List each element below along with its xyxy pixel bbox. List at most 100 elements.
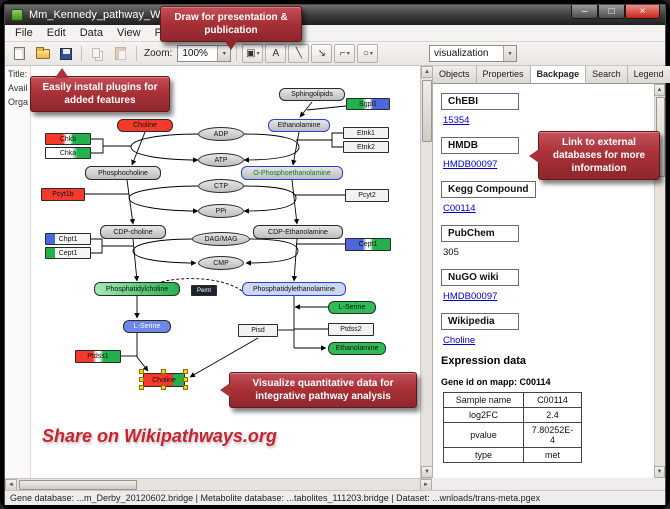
- minimize-button[interactable]: –: [571, 5, 598, 19]
- node-ptdss1[interactable]: Ptdss1: [75, 350, 121, 363]
- node-dag-mag[interactable]: DAG/MAG: [192, 232, 250, 246]
- visualization-value: visualization: [434, 48, 489, 59]
- gene-id-line: Gene id on mapp: C00114: [441, 377, 551, 387]
- node-atp[interactable]: ATP: [198, 153, 244, 167]
- selection-handle[interactable]: [183, 377, 188, 382]
- node-pemt[interactable]: Pemt: [191, 285, 217, 296]
- node-ctp[interactable]: CTP: [198, 179, 244, 193]
- node-choline[interactable]: Choline: [117, 119, 173, 132]
- selection-handle[interactable]: [183, 385, 188, 390]
- save-button[interactable]: [55, 44, 76, 63]
- tab-legend[interactable]: Legend: [627, 66, 670, 83]
- chebi-link[interactable]: 15354: [443, 115, 470, 126]
- node-pcyt1b[interactable]: Pcyt1b: [41, 188, 85, 201]
- node-pcyt2[interactable]: Pcyt2: [345, 189, 389, 202]
- node-cdp-ethanolamine[interactable]: CDP-Ethanolamine: [253, 225, 343, 239]
- callout-visualize: Visualize quantitative data for integrat…: [220, 372, 417, 408]
- new-file-button[interactable]: [9, 44, 30, 63]
- node-cmp[interactable]: CMP: [198, 256, 244, 270]
- selection-handle[interactable]: [161, 385, 166, 390]
- node-etnk1[interactable]: Etnk1: [343, 127, 389, 139]
- menu-file[interactable]: File: [15, 27, 33, 39]
- visualization-combobox[interactable]: visualization ▾: [429, 45, 517, 62]
- label-tool-button[interactable]: A: [265, 44, 287, 63]
- datanode-tool-button[interactable]: ▣▾: [242, 44, 264, 63]
- node-ppi[interactable]: PPi: [198, 204, 244, 218]
- wikipedia-link[interactable]: Choline: [443, 335, 476, 346]
- node-sgpl1[interactable]: Sgpl1: [346, 98, 390, 110]
- node-ptdss2[interactable]: Ptdss2: [328, 323, 374, 336]
- sidebar: Objects Properties Backpage Search Legen…: [432, 66, 670, 478]
- node-l-serine-right[interactable]: L-Serine: [328, 301, 376, 314]
- node-cept1-right[interactable]: Cept1: [345, 238, 391, 251]
- pathway-connections: [85, 101, 347, 378]
- copy-button[interactable]: [87, 44, 108, 63]
- node-cept1-left[interactable]: Cept1: [45, 247, 91, 259]
- selection-handle[interactable]: [161, 369, 166, 374]
- tab-properties[interactable]: Properties: [476, 66, 531, 83]
- maximize-button[interactable]: □: [598, 5, 625, 19]
- canvas-vertical-scrollbar[interactable]: ▲ ▼: [420, 66, 433, 478]
- callout-plugins: Easily install plugins for added feature…: [30, 68, 170, 112]
- scroll-down-icon[interactable]: ▼: [654, 466, 665, 478]
- selection-handle[interactable]: [139, 385, 144, 390]
- node-adp[interactable]: ADP: [198, 127, 244, 141]
- connector-tool-icon: ⌐: [339, 48, 346, 59]
- node-ethanolamine[interactable]: Ethanolamine: [268, 119, 330, 132]
- node-pisd[interactable]: Pisd: [238, 324, 278, 337]
- chevron-down-icon[interactable]: ▾: [503, 46, 516, 61]
- zoom-value: 100%: [182, 48, 208, 59]
- node-chka[interactable]: Chka: [45, 147, 91, 159]
- label-tool-icon: A: [272, 48, 280, 59]
- table-row: pvalue 7.80252E-4: [443, 422, 582, 448]
- menu-data[interactable]: Data: [79, 27, 103, 39]
- open-file-button[interactable]: [32, 44, 53, 63]
- menu-edit[interactable]: Edit: [46, 27, 66, 39]
- line-tool-button[interactable]: ╲: [288, 44, 310, 63]
- node-o-phosphoethanolamine[interactable]: O-Phosphoethanolamine: [241, 166, 343, 180]
- node-l-serine-left[interactable]: L-Serine: [123, 320, 171, 333]
- close-button[interactable]: ×: [625, 5, 660, 19]
- canvas-horizontal-scrollbar[interactable]: ◄ ►: [5, 478, 432, 491]
- node-phosphocholine[interactable]: Phosphocholine: [85, 166, 161, 180]
- table-cell: log2FC: [443, 407, 524, 423]
- node-chkb[interactable]: Chkb: [45, 133, 91, 145]
- new-file-icon: [14, 47, 25, 60]
- shape-tool-button[interactable]: ○▾: [357, 44, 379, 63]
- tab-search[interactable]: Search: [586, 66, 628, 83]
- tab-backpage[interactable]: Backpage: [530, 66, 587, 83]
- arrow-tool-button[interactable]: ↘: [311, 44, 333, 63]
- section-heading-wikipedia: Wikipedia: [441, 313, 519, 330]
- chevron-down-icon: ▾: [346, 51, 350, 57]
- paste-button[interactable]: [110, 44, 131, 63]
- zoom-combobox[interactable]: 100% ▾: [177, 45, 232, 62]
- scroll-left-icon[interactable]: ◄: [5, 479, 17, 491]
- selection-handle[interactable]: [139, 369, 144, 374]
- kegg-link[interactable]: C00114: [443, 203, 476, 214]
- table-cell: met: [523, 447, 582, 463]
- expression-data-title: Expression data: [441, 355, 526, 367]
- node-ethanolamine-bottom[interactable]: Ethanolamine: [328, 342, 386, 355]
- scroll-up-icon[interactable]: ▲: [654, 84, 665, 96]
- node-chpt1[interactable]: Chpt1: [45, 233, 91, 245]
- connector-tool-button[interactable]: ⌐▾: [334, 44, 356, 63]
- table-cell: pvalue: [443, 422, 524, 448]
- selection-handle[interactable]: [139, 377, 144, 382]
- node-cdp-choline[interactable]: CDP-choline: [100, 225, 166, 239]
- node-etnk2[interactable]: Etnk2: [343, 141, 389, 153]
- vertical-scroll-thumb[interactable]: [422, 80, 432, 142]
- node-phosphatidylcholine[interactable]: Phosphatidylcholine: [94, 282, 180, 296]
- selection-handle[interactable]: [183, 369, 188, 374]
- hmdb-link[interactable]: HMDB00097: [443, 159, 498, 170]
- nugo-link[interactable]: HMDB00097: [443, 291, 498, 302]
- tab-objects[interactable]: Objects: [433, 66, 477, 83]
- pathway-canvas[interactable]: Sphingolipids Sgpl1 Choline Ethanolamine…: [31, 66, 420, 478]
- horizontal-scroll-thumb[interactable]: [19, 480, 137, 490]
- menu-view[interactable]: View: [116, 27, 141, 39]
- node-phosphatidylethanolamine[interactable]: Phosphatidylethanolamine: [242, 282, 346, 296]
- info-title-label: Title:: [8, 69, 28, 79]
- table-cell: 7.80252E-4: [523, 422, 582, 448]
- node-sphingolipids[interactable]: Sphingolipids: [279, 88, 345, 101]
- table-cell: type: [443, 447, 524, 463]
- pathway-info-panel: Title: Avail Orga: [5, 66, 31, 478]
